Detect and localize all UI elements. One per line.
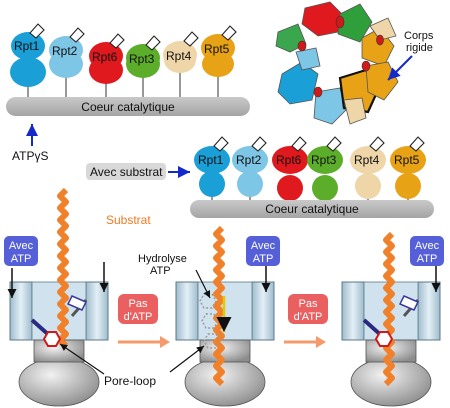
with-atp-badge-2 xyxy=(246,236,280,266)
rpt5-label: Rpt5 xyxy=(204,42,230,56)
rigid-body-label-line2: rigide xyxy=(406,42,433,54)
atp-gamma-s-label: ATPγS xyxy=(12,149,48,163)
substrate-label: Substrat xyxy=(106,213,151,227)
pore-loop-label: Pore-loop xyxy=(104,374,156,388)
with-substrate-label: Avec substrat xyxy=(90,165,163,179)
mid-rpt6-label: Rpt6 xyxy=(276,153,302,167)
core-particle-top xyxy=(6,97,250,116)
top-left-complex: Rpt1 Rpt2 Rpt6 Rpt3 Rpt4 Rpt5 Coeur cata… xyxy=(6,23,250,163)
with-substrate-badge xyxy=(86,163,166,180)
mid-rpt3-label: Rpt3 xyxy=(311,153,337,167)
mid-rpt4-label: Rpt4 xyxy=(354,153,380,167)
rpt6-label: Rpt6 xyxy=(92,50,118,64)
rpt1-label: Rpt1 xyxy=(14,39,40,53)
middle-complex: Avec substrat Rpt1 xyxy=(86,136,434,227)
mid-rpt2-label: Rpt2 xyxy=(236,153,262,167)
rpt2-label: Rpt2 xyxy=(52,44,78,58)
svg-text:Pas: Pas xyxy=(299,298,318,310)
svg-text:ATP: ATP xyxy=(11,253,32,265)
rpt1-base xyxy=(10,57,46,87)
svg-text:d'ATP: d'ATP xyxy=(124,311,153,323)
svg-text:d'ATP: d'ATP xyxy=(294,311,323,323)
substrate-chain-3 xyxy=(383,231,395,387)
with-atp-badge-1 xyxy=(4,236,38,266)
pore-panel-1: Avec ATP xyxy=(4,187,109,407)
svg-text:Avec: Avec xyxy=(251,240,276,252)
svg-text:ATP: ATP xyxy=(417,253,438,265)
pore-loop-callout: Pore-loop xyxy=(59,343,205,388)
pore-panel-2: Hydrolyse ATP Avec ATP xyxy=(138,225,280,407)
hydrolysis-line1: Hydrolyse xyxy=(138,253,187,265)
substrate-chain-2 xyxy=(213,225,225,387)
svg-text:Avec: Avec xyxy=(9,240,34,252)
rpt3-label: Rpt3 xyxy=(129,52,155,66)
rigid-body-ring: Corps rigide xyxy=(275,1,434,125)
svg-text:Pas: Pas xyxy=(129,298,148,310)
core-label-top: Coeur catalytique xyxy=(81,100,175,114)
no-atp-transition-2: Pas d'ATP xyxy=(284,294,328,348)
pore-panel-3: Avec ATP xyxy=(341,231,444,407)
no-atp-transition-1: Pas d'ATP xyxy=(118,294,170,348)
hydrolysis-line2: ATP xyxy=(150,265,171,277)
mid-rpt1-label: Rpt1 xyxy=(198,153,224,167)
mid-rpt5-label: Rpt5 xyxy=(394,153,420,167)
with-atp-badge-3 xyxy=(410,236,444,266)
core-particle-middle xyxy=(190,200,434,218)
svg-text:ATP: ATP xyxy=(253,253,274,265)
rpt4-label: Rpt4 xyxy=(166,49,192,63)
substrate-chain-1 xyxy=(57,187,69,349)
rigid-body-label-line1: Corps xyxy=(404,30,434,42)
core-label-middle: Coeur catalytique xyxy=(265,202,359,216)
svg-text:Avec: Avec xyxy=(415,240,440,252)
